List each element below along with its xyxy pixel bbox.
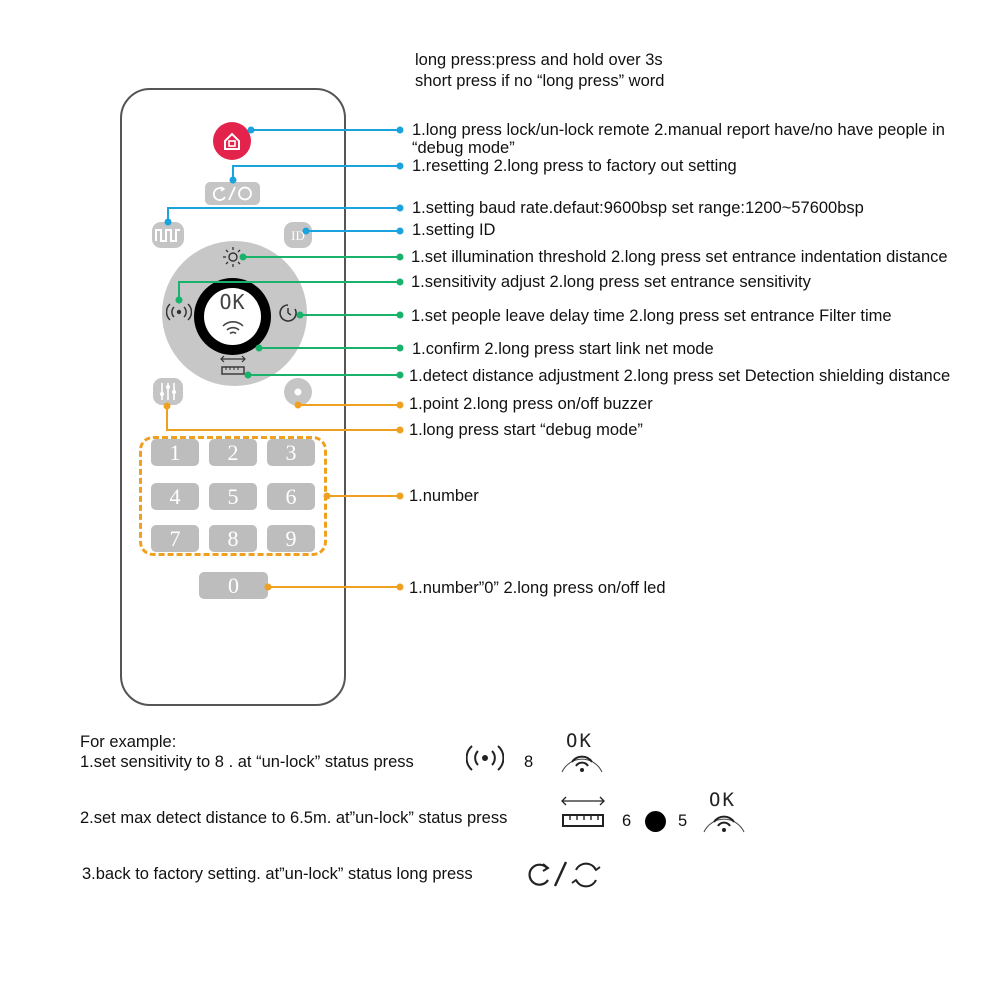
key-4[interactable]: 4	[151, 483, 199, 510]
svg-text:ID: ID	[291, 228, 305, 243]
annotation-lock-cont: “debug mode”	[412, 139, 515, 157]
example-reset-icon	[528, 861, 601, 888]
example-3-text: 3.back to factory setting. at”un-lock” s…	[82, 865, 473, 883]
example-sensitivity-icon	[466, 745, 504, 771]
example-2-text: 2.set max detect distance to 6.5m. at”un…	[80, 809, 508, 827]
delay-timer-icon[interactable]	[276, 301, 300, 325]
key-7[interactable]: 7	[151, 525, 199, 552]
example-2-ok-label: OK	[709, 789, 736, 811]
sliders-icon	[160, 383, 176, 400]
baud-rate-button[interactable]	[152, 222, 184, 248]
callout-lines	[163, 126, 404, 591]
key-8[interactable]: 8	[209, 525, 257, 552]
key-6[interactable]: 6	[267, 483, 315, 510]
illumination-icon[interactable]	[221, 245, 245, 269]
annotation-baud: 1.setting baud rate.defaut:9600bsp set r…	[412, 199, 864, 217]
id-button[interactable]: ID	[284, 222, 312, 248]
key-9[interactable]: 9	[267, 525, 315, 552]
line-sens	[178, 281, 400, 300]
line-baud	[167, 207, 400, 222]
annotation-lock: 1.long press lock/un-lock remote 2.manua…	[412, 121, 945, 139]
annotation-zero: 1.number”0” 2.long press on/off led	[409, 579, 666, 597]
id-icon: ID	[291, 228, 305, 243]
example-ruler-icon	[561, 796, 605, 827]
lock-button[interactable]	[213, 122, 251, 160]
example-point-dot	[645, 811, 666, 832]
annotation-point: 1.point 2.long press on/off buzzer	[409, 395, 653, 413]
lock-icon	[224, 132, 240, 150]
dot-icon	[294, 388, 302, 396]
example-1-wifi-icon	[561, 755, 603, 773]
ok-label: OK	[219, 290, 246, 314]
point-button[interactable]	[284, 378, 312, 406]
key-1[interactable]: 1	[151, 439, 199, 466]
annotation-delay: 1.set people leave delay time 2.long pre…	[411, 307, 892, 325]
example-2-digit-a: 6	[622, 812, 632, 830]
annotation-number: 1.number	[409, 487, 479, 505]
wifi-icon	[222, 321, 244, 335]
example-1-text: 1.set sensitivity to 8 . at “un-lock” st…	[80, 753, 414, 771]
debug-mode-button[interactable]	[153, 378, 183, 405]
key-5[interactable]: 5	[209, 483, 257, 510]
key-0[interactable]: 0	[199, 572, 268, 599]
example-1-ok-label: OK	[566, 730, 593, 752]
distance-ruler-icon[interactable]	[218, 354, 248, 378]
annotation-distance: 1.detect distance adjustment 2.long pres…	[409, 367, 951, 385]
example-title: For example:	[80, 733, 177, 751]
key-3[interactable]: 3	[267, 439, 315, 466]
sensitivity-icon[interactable]	[166, 300, 192, 324]
annotation-reset: 1.resetting 2.long press to factory out …	[412, 157, 737, 175]
annotation-id: 1.setting ID	[412, 221, 496, 239]
example-2-digit-b: 5	[678, 812, 688, 830]
reset-button[interactable]	[205, 182, 260, 205]
example-1-digit: 8	[524, 753, 534, 771]
pulse-wave-icon	[155, 229, 180, 242]
annotation-sensitivity: 1.sensitivity adjust 2.long press set en…	[411, 273, 811, 291]
annotation-debug: 1.long press start “debug mode”	[409, 421, 643, 439]
key-2[interactable]: 2	[209, 439, 257, 466]
annotation-illumination: 1.set illumination threshold 2.long pres…	[411, 248, 948, 266]
note-short-press: short press if no “long press” word	[415, 72, 665, 90]
ok-button[interactable]	[204, 288, 261, 345]
line-reset	[232, 165, 400, 180]
example-2-wifi-icon	[703, 815, 745, 833]
line-debug	[166, 406, 400, 431]
reset-icon	[212, 186, 252, 201]
note-long-press: long press:press and hold over 3s	[415, 51, 663, 69]
annotation-confirm: 1.confirm 2.long press start link net mo…	[412, 340, 714, 358]
